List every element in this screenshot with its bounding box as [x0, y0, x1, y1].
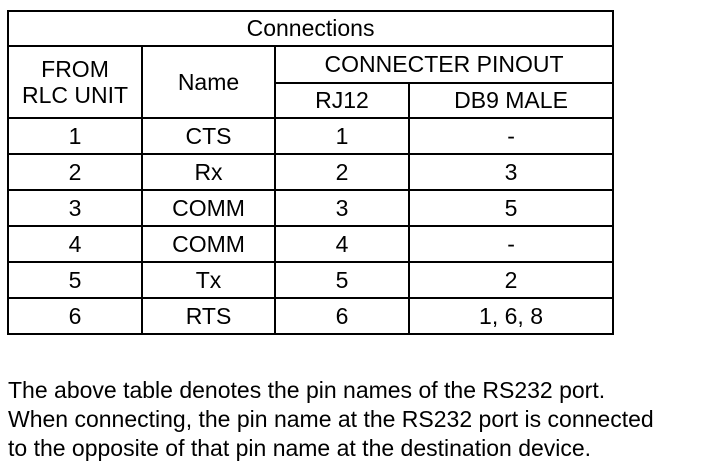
- from-header-line2: RLC UNIT: [21, 82, 129, 108]
- from-cell: 6: [7, 297, 143, 335]
- rj12-cell: 4: [274, 225, 410, 263]
- table-row: 4 COMM 4 -: [7, 225, 615, 263]
- connections-table: Connections FROM RLC UNIT Name CONNECTER…: [6, 10, 615, 335]
- from-cell: 3: [7, 189, 143, 227]
- db9-cell: 3: [407, 153, 615, 191]
- name-cell: RTS: [141, 297, 276, 335]
- from-rlc-unit-header: FROM RLC UNIT: [7, 45, 143, 119]
- name-cell: CTS: [141, 117, 276, 155]
- from-cell: 4: [7, 225, 143, 263]
- name-cell: Rx: [141, 153, 276, 191]
- db9-cell: -: [407, 117, 615, 155]
- db9-cell: -: [407, 225, 615, 263]
- name-cell: COMM: [141, 225, 276, 263]
- table-row: 3 COMM 3 5: [7, 189, 615, 227]
- db9-cell: 2: [407, 261, 615, 299]
- table-body: 1 CTS 1 - 2 Rx 2 3 3 COMM 3 5 4 COMM 4 -…: [7, 117, 615, 335]
- table-row: 5 Tx 5 2: [7, 261, 615, 299]
- db9-male-header: DB9 MALE: [407, 82, 615, 119]
- from-cell: 2: [7, 153, 143, 191]
- rj12-cell: 1: [274, 117, 410, 155]
- db9-cell: 1, 6, 8: [407, 297, 615, 335]
- db9-cell: 5: [407, 189, 615, 227]
- from-cell: 5: [7, 261, 143, 299]
- name-header: Name: [141, 45, 276, 119]
- name-cell: Tx: [141, 261, 276, 299]
- table-row: 2 Rx 2 3: [7, 153, 615, 191]
- connecter-pinout-header: CONNECTER PINOUT: [273, 45, 615, 84]
- name-cell: COMM: [141, 189, 276, 227]
- note-line: to the opposite of that pin name at the …: [8, 435, 592, 461]
- rj12-cell: 2: [274, 153, 410, 191]
- table-row: 6 RTS 6 1, 6, 8: [7, 297, 615, 335]
- table-row: 1 CTS 1 -: [7, 117, 615, 155]
- table-title: Connections: [6, 10, 615, 47]
- rj12-cell: 3: [274, 189, 410, 227]
- explanation-note: The above table denotes the pin names of…: [8, 376, 708, 463]
- note-line: The above table denotes the pin names of…: [8, 377, 606, 403]
- rj12-header: RJ12: [274, 82, 410, 119]
- rj12-cell: 5: [274, 261, 410, 299]
- note-line: When connecting, the pin name at the RS2…: [8, 406, 654, 432]
- rj12-cell: 6: [274, 297, 410, 335]
- from-cell: 1: [7, 117, 143, 155]
- from-header-line1: FROM: [41, 56, 109, 82]
